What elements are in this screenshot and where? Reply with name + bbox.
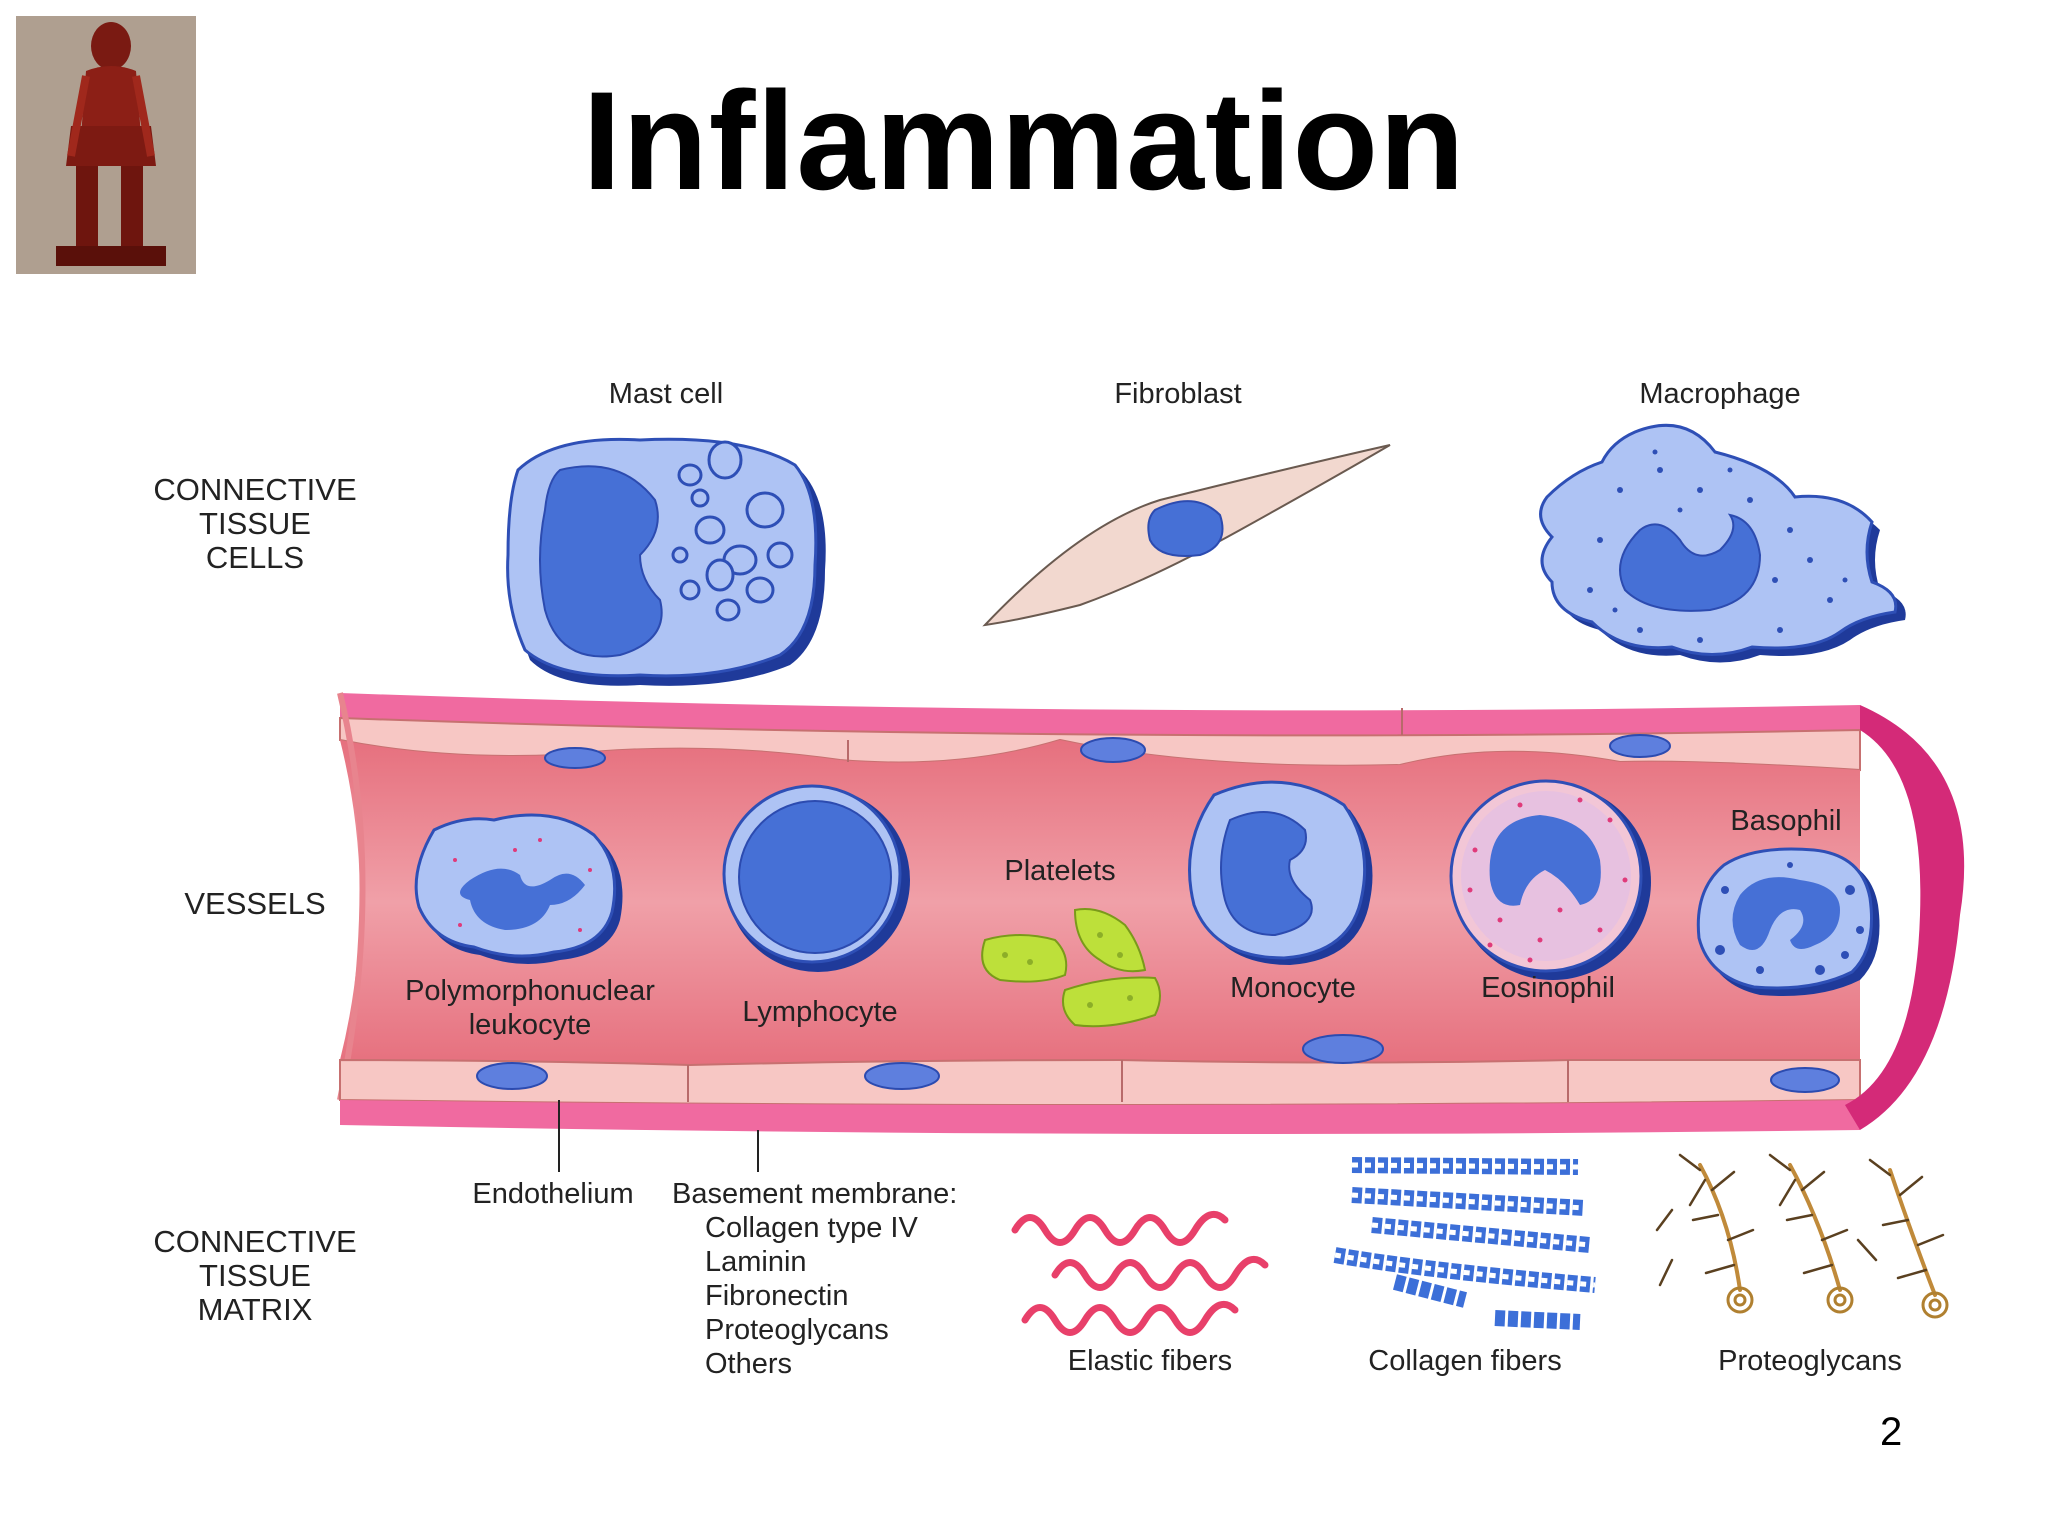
- svg-text:Collagen type IV: Collagen type IV: [705, 1212, 918, 1244]
- page-number: 2: [1880, 1410, 1903, 1454]
- svg-text:Laminin: Laminin: [705, 1246, 807, 1278]
- endothelium-pointer: Endothelium: [472, 1100, 634, 1210]
- eosinophil: Eosinophil: [1449, 779, 1651, 1004]
- proteoglycans-label: Proteoglycans: [1718, 1345, 1902, 1377]
- slide-title: Inflammation: [582, 62, 1466, 219]
- svg-text:Fibronectin: Fibronectin: [705, 1280, 848, 1312]
- mast-cell-label: Mast cell: [609, 378, 723, 410]
- svg-text:MATRIX: MATRIX: [198, 1292, 313, 1327]
- monocyte: Monocyte: [1188, 780, 1373, 1004]
- basophil: Basophil: [1696, 805, 1880, 996]
- polymorphonuclear-leukocyte: Polymorphonuclear leukocyte: [405, 813, 655, 1041]
- collagen-fibers-label: Collagen fibers: [1368, 1345, 1561, 1377]
- row-label-tissue-cells: CONNECTIVE TISSUE CELLS: [153, 472, 356, 575]
- pmn-label: Polymorphonuclear: [405, 975, 655, 1007]
- svg-text:CELLS: CELLS: [206, 540, 304, 575]
- svg-text:Proteoglycans: Proteoglycans: [705, 1314, 889, 1346]
- fibroblast: Fibroblast: [982, 378, 1391, 627]
- mast-cell: Mast cell: [506, 378, 826, 686]
- platelets: Platelets: [981, 855, 1161, 1028]
- monocyte-label: Monocyte: [1230, 972, 1356, 1004]
- row-label-tissue-matrix: CONNECTIVE TISSUE MATRIX: [153, 1224, 356, 1327]
- macrophage: Macrophage: [1539, 378, 1906, 663]
- lymphocyte-label: Lymphocyte: [742, 996, 897, 1028]
- svg-text:TISSUE: TISSUE: [199, 1258, 311, 1293]
- fibroblast-label: Fibroblast: [1114, 378, 1241, 410]
- svg-text:Others: Others: [705, 1348, 792, 1380]
- eosinophil-label: Eosinophil: [1481, 972, 1615, 1004]
- pmn-label-2: leukocyte: [469, 1009, 592, 1041]
- macrophage-label: Macrophage: [1639, 378, 1800, 410]
- elastic-fibers-label: Elastic fibers: [1068, 1345, 1232, 1377]
- basophil-label: Basophil: [1730, 805, 1841, 837]
- row-label-vessels: VESSELS: [184, 886, 325, 921]
- svg-text:TISSUE: TISSUE: [199, 506, 311, 541]
- statue-image: [16, 16, 196, 274]
- lymphocyte: Lymphocyte: [722, 784, 910, 1028]
- proteoglycans: Proteoglycans: [1655, 1153, 1949, 1377]
- basement-membrane-pointer: Basement membrane: Collagen type IV Lami…: [672, 1130, 957, 1380]
- svg-text:CONNECTIVE: CONNECTIVE: [153, 472, 356, 507]
- collagen-fibers: Collagen fibers: [1333, 1157, 1596, 1377]
- basement-membrane-components: Collagen type IV Laminin Fibronectin Pro…: [705, 1212, 918, 1380]
- svg-text:CONNECTIVE: CONNECTIVE: [153, 1224, 356, 1259]
- elastic-fibers: Elastic fibers: [1011, 1210, 1269, 1377]
- endothelium-label: Endothelium: [472, 1178, 633, 1210]
- platelets-label: Platelets: [1004, 855, 1115, 887]
- basement-membrane-label: Basement membrane:: [672, 1178, 957, 1210]
